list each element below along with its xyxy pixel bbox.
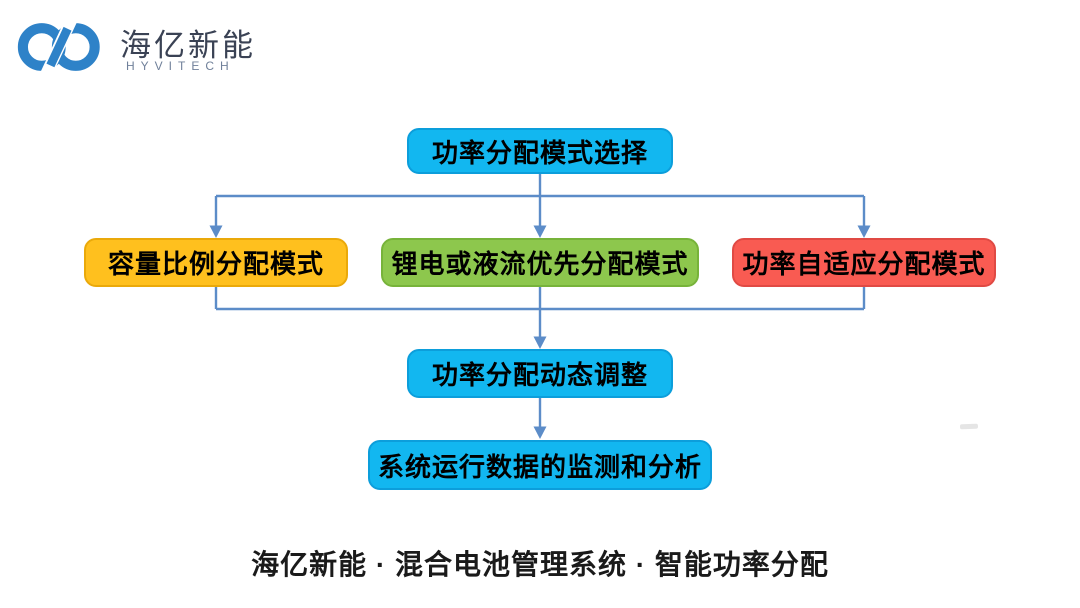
arrow-down-icon <box>533 336 547 349</box>
slide-caption: 海亿新能 · 混合电池管理系统 · 智能功率分配 <box>251 549 829 580</box>
brand-name-cn: 海亿新能 <box>120 28 256 63</box>
arrow-down-icon <box>857 225 871 238</box>
flow-node-capacity-ratio-mode: 容量比例分配模式 <box>84 238 348 287</box>
faint-smudge-mark <box>959 423 979 430</box>
flow-node-monitoring-analysis: 系统运行数据的监测和分析 <box>368 440 712 490</box>
brand-name-en: HYVITECH <box>126 59 235 73</box>
brand-logo: 海亿新能 HYVITECH <box>16 10 316 90</box>
flow-node-dynamic-adjust: 功率分配动态调整 <box>407 349 673 398</box>
arrow-down-icon <box>533 225 547 238</box>
flow-node-mode-selection: 功率分配模式选择 <box>407 128 673 174</box>
infinity-loop-icon <box>17 16 100 78</box>
arrow-down-icon <box>533 426 547 439</box>
flow-node-power-adaptive-mode: 功率自适应分配模式 <box>732 238 996 287</box>
arrow-down-icon <box>209 225 223 238</box>
flow-node-chemistry-priority-mode: 锂电或液流优先分配模式 <box>381 238 699 287</box>
